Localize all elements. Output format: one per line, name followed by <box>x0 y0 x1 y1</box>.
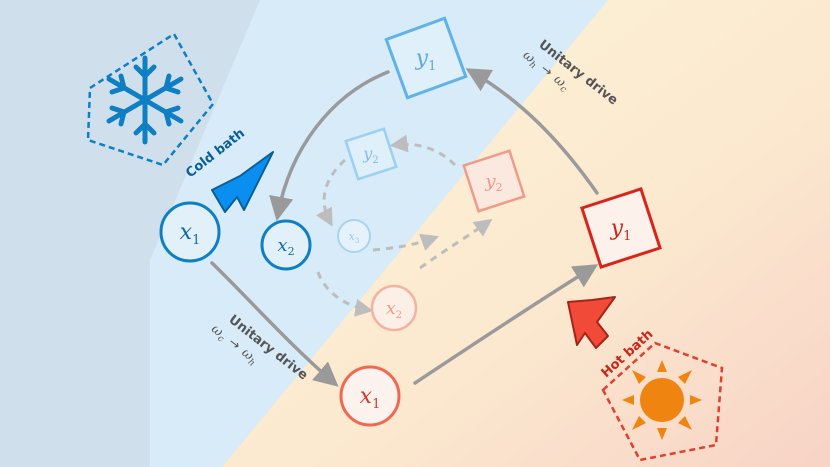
arrow-y1-to-x2 <box>269 70 390 222</box>
arrow-x1-hot-to-y1-hot <box>413 264 599 385</box>
sun-icon <box>622 360 702 440</box>
arrow-x1-to-x1-hot <box>210 261 339 387</box>
node-x2-cold: x2 <box>260 219 312 271</box>
node-y2-cold: y2 <box>344 127 398 181</box>
svg-text:x1: x1 <box>360 384 381 412</box>
hot-bath-frame <box>601 341 724 462</box>
svg-text:x1: x1 <box>180 220 201 248</box>
cold-bath-frame <box>86 32 215 167</box>
arrow-dashed-y2-hot-to-y2-cold <box>389 134 457 167</box>
node-y2-hot: y2 <box>462 149 526 213</box>
svg-text:x2: x2 <box>386 299 402 321</box>
snowflake-icon <box>106 55 184 145</box>
svg-text:y1: y1 <box>610 216 632 244</box>
svg-text:x3: x3 <box>349 230 360 245</box>
node-y1-hot: y1 <box>580 187 662 269</box>
svg-text:y1: y1 <box>415 46 437 74</box>
arrow-dashed-x2-to-x2-hot <box>316 271 374 317</box>
hot-bath-arrow <box>567 296 616 349</box>
node-y1-cold: y1 <box>384 16 468 100</box>
cold-bath-arrow <box>211 151 274 213</box>
hot-bath <box>601 341 724 462</box>
node-x1-hot: x1 <box>339 365 401 427</box>
arrow-dashed-x3-forward <box>372 233 440 252</box>
svg-text:y2: y2 <box>484 171 502 194</box>
cold-bath <box>86 32 215 167</box>
cold-region <box>150 0 608 467</box>
svg-text:y2: y2 <box>362 144 378 166</box>
node-x3-cold: x3 <box>337 219 371 253</box>
node-x1-cold: x1 <box>159 201 221 263</box>
svg-text:x2: x2 <box>277 235 294 258</box>
arrow-dashed-to-y2-hot <box>419 218 493 270</box>
node-x2-hot: x2 <box>370 284 418 332</box>
unitary-drive-bottom-formula: ωc→ωh <box>207 322 261 369</box>
arrow-y1-hot-to-y1-cold <box>465 68 599 195</box>
